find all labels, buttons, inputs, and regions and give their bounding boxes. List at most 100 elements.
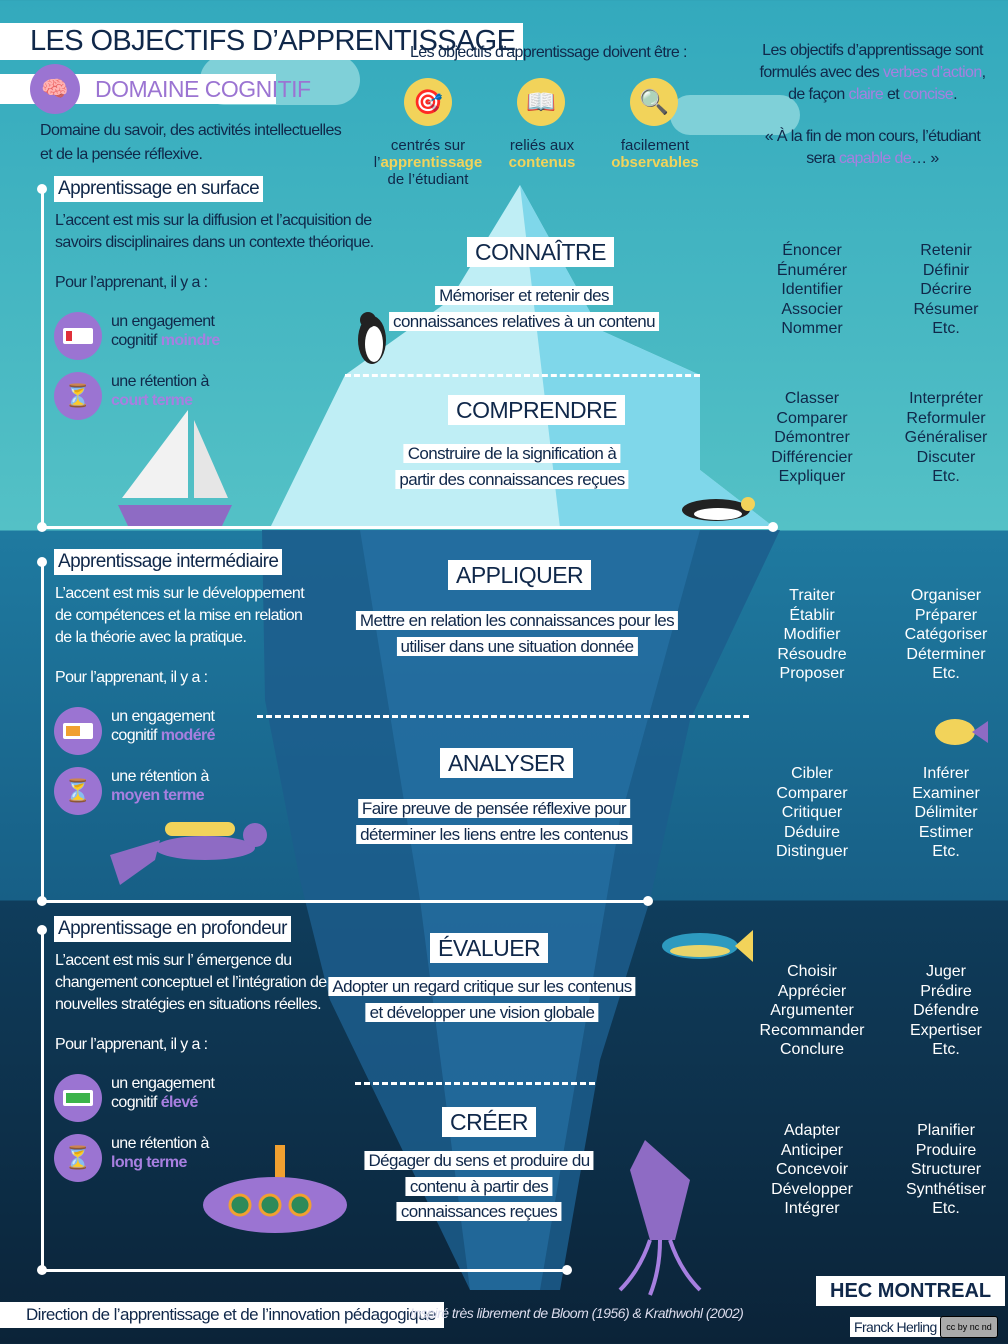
timeline-dot [37, 1265, 47, 1275]
verb: Choisir [787, 963, 837, 980]
verb: Retenir [920, 242, 972, 259]
verb: Défendre [913, 1002, 979, 1019]
timeline-line [41, 526, 774, 529]
category-desc-text: Mettre en relation les connaissances pou… [355, 611, 679, 630]
category-desc-line: connaissances relatives à un contenu [389, 309, 659, 335]
verb: Anticiper [780, 1141, 844, 1159]
category-desc-line: Mettre en relation les connaissances pou… [355, 608, 679, 634]
note-text: sera [806, 150, 839, 167]
battery-gauge [63, 1090, 93, 1106]
engagement-prefix: cognitif [111, 1094, 161, 1111]
category-desc-text: déterminer les liens entre les contenus [356, 824, 632, 844]
category-desc-text: connaissances relatives à un contenu [389, 311, 659, 331]
engagement-level: élevé [160, 1094, 199, 1111]
domain-desc-2: et de la pensée réflexive. [40, 146, 203, 163]
verb: Comparer [776, 784, 848, 802]
verb: Inférer [922, 765, 970, 782]
verb: Produire [915, 1141, 977, 1159]
level-title: Apprentissage en profondeur [54, 916, 291, 942]
quote-line: « À la fin de mon cours, l’étudiant [764, 128, 981, 145]
verb: Traiter [789, 587, 835, 604]
verb: Etc. [932, 1041, 960, 1058]
criterion-2: reliés aux contenus [477, 137, 607, 171]
verb: Comparer [776, 409, 848, 427]
level-desc-line: L’accent est mis sur la diffusion et l’a… [55, 212, 372, 229]
engagement-line: un engagement [111, 313, 215, 330]
verb: Classer [784, 390, 840, 407]
timeline-dot [37, 557, 47, 567]
criterion-pre: l’ [373, 154, 381, 171]
level-title: Apprentissage en surface [54, 176, 264, 202]
author-name: Franck Herling [850, 1317, 941, 1337]
category-desc-line: contenu à partir des [364, 1174, 593, 1200]
timeline-line [41, 900, 649, 903]
verb: Différencier [771, 448, 853, 466]
retention-line: une rétention à [111, 373, 209, 390]
criterion-3: facilement observables [590, 137, 720, 171]
sailboat-icon [118, 410, 232, 526]
battery-icon [54, 707, 102, 755]
magnifier-icon: 🔍 [630, 78, 678, 126]
retention-term: moyen terme [111, 787, 205, 804]
level-desc-line: savoirs disciplinaires dans un contexte … [55, 234, 374, 251]
level-desc-line: de compétences et la mise en relation [55, 607, 303, 624]
cc-license-badge: cc by nc nd [940, 1316, 998, 1338]
verb: Structurer [910, 1161, 982, 1178]
verb: Juger [925, 963, 967, 980]
verb: Intégrer [784, 1200, 840, 1217]
hourglass-icon: ⏳ [54, 767, 102, 815]
verb: Démontrer [774, 429, 850, 446]
level-desc-line: L’accent est mis sur le développement [55, 585, 305, 602]
credit-text: Inspiré très librement de Bloom (1956) &… [410, 1305, 744, 1321]
timeline-dot [643, 896, 653, 906]
page-title: LES OBJECTIFS D’APPRENTISSAGE [0, 23, 524, 60]
verb: Recommander [759, 1021, 865, 1039]
note-line: Les objectifs d’apprentissage sont [762, 42, 983, 59]
quote-line: sera capable de… » [750, 148, 995, 170]
verb: Interpréter [909, 390, 983, 407]
battery-icon [54, 1074, 102, 1122]
engagement-line: cognitif moindre [111, 331, 220, 350]
note-line: formulés avec des verbes d’action, [750, 62, 995, 84]
hourglass-icon: ⏳ [54, 372, 102, 420]
verb: Organiser [910, 587, 982, 604]
note-text: de façon [788, 86, 849, 103]
separator-dashed [257, 715, 749, 718]
for-learner-label: Pour l’apprenant, il y a : [55, 1036, 208, 1053]
note-highlight: verbes d’action [883, 64, 982, 81]
verb: Expliquer [778, 468, 846, 485]
battery-gauge [63, 723, 93, 739]
separator-dashed [345, 374, 700, 377]
verb: Résoudre [777, 645, 847, 663]
criterion-1: centrés sur l’apprentissage de l’étudian… [363, 137, 493, 188]
for-learner-label: Pour l’apprenant, il y a : [55, 669, 208, 686]
category-title: APPLIQUER [448, 560, 592, 590]
org-name: Direction de l’apprentissage et de l’inn… [0, 1302, 444, 1328]
timeline-dot [37, 925, 47, 935]
verb: Concevoir [775, 1161, 849, 1178]
penguin-lying-icon [682, 497, 755, 521]
verb: Généraliser [904, 429, 988, 446]
action-verbs-note: Les objectifs d’apprentissage sont formu… [750, 40, 995, 170]
separator-dashed [355, 1082, 595, 1085]
category-desc-text: connaissances reçues [396, 1202, 562, 1221]
verb: Synthétiser [905, 1180, 987, 1198]
verb: Argumenter [770, 1002, 854, 1019]
timeline-line [41, 562, 44, 902]
verb: Prédire [920, 982, 972, 1000]
category-desc-line: Dégager du sens et produire du [364, 1148, 594, 1174]
engagement-line: un engagement [111, 1075, 215, 1092]
verb: Énumérer [776, 261, 848, 279]
engagement-level: moindre [160, 332, 221, 349]
engagement-text: un engagement cognitif élevé [111, 1074, 215, 1112]
criterion-line: l’apprentissage [363, 154, 493, 171]
note-text: … » [911, 150, 939, 167]
timeline-dot [37, 522, 47, 532]
